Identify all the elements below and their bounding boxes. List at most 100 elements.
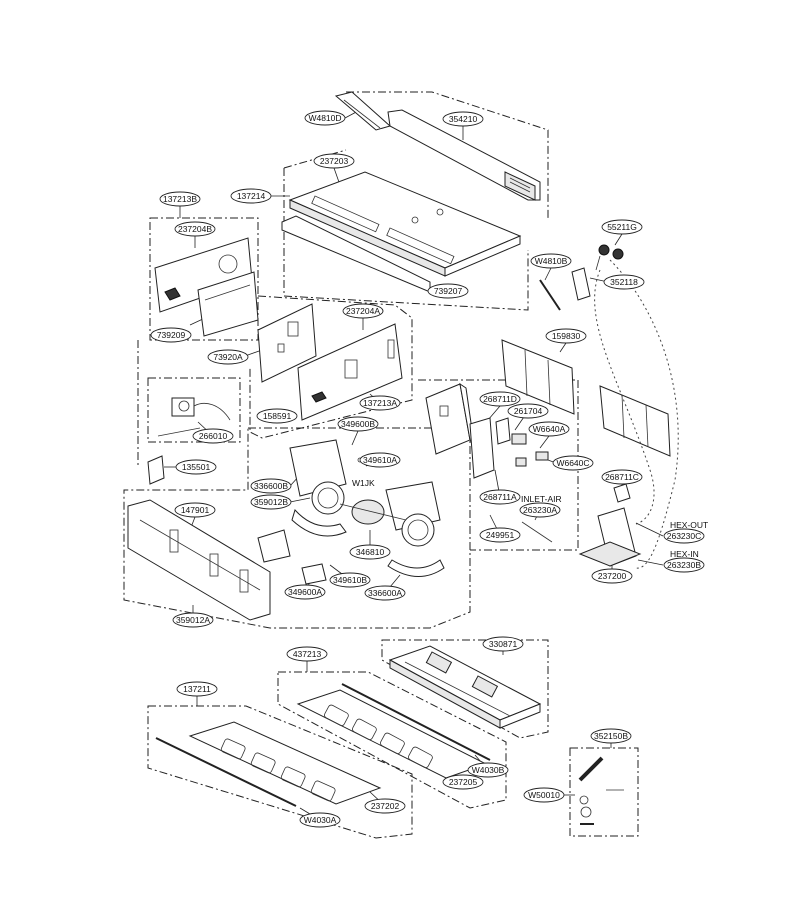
- callout-label: 263230B: [667, 560, 701, 570]
- callout-label: W4810D: [308, 113, 341, 123]
- callout-label: 268711D: [483, 394, 517, 404]
- text-labels: W1JK INLET-AIR HEX-OUT HEX-IN: [352, 478, 708, 559]
- callout-bubble: [482, 636, 524, 652]
- callout-label: 359012B: [254, 497, 288, 507]
- callout-label: W6640A: [533, 424, 566, 434]
- callout-label: 349610A: [363, 455, 397, 465]
- callout-bubble: [364, 798, 406, 814]
- callout-label: 237204B: [178, 224, 212, 234]
- callout-label: 739209: [157, 330, 186, 340]
- callout-bubble: [342, 303, 384, 319]
- drain-pan-part: [578, 483, 642, 567]
- bracket-135501: [147, 455, 165, 485]
- wire-harness-part: [539, 244, 679, 569]
- callout-bubble: [174, 502, 216, 518]
- callout-label: W6640C: [556, 458, 589, 468]
- callout-label: 268711A: [483, 492, 517, 502]
- callout-352118: 352118: [603, 274, 645, 290]
- callout-268711a: 268711A: [479, 489, 521, 505]
- callout-label: 352118: [610, 277, 638, 287]
- callout-label: 237203: [320, 156, 349, 166]
- callout-bubble: [299, 812, 341, 828]
- hardware-kit-part: [578, 756, 624, 825]
- callout-label: W4030B: [472, 765, 505, 775]
- callout-237204b: 237204B: [174, 221, 216, 237]
- callout-249951: 249951: [479, 527, 521, 543]
- callout-159830: 159830: [545, 328, 587, 344]
- motor-bracket-part: [157, 397, 231, 437]
- callout-w6640c: W6640C: [552, 455, 594, 471]
- callout-bubble: [519, 502, 561, 518]
- callout-bubble: [304, 110, 346, 126]
- callout-330871: 330871: [482, 636, 524, 652]
- callout-label: 147901: [181, 505, 210, 515]
- callout-bubble: [601, 469, 643, 485]
- callout-bubble: [552, 455, 594, 471]
- blower-assembly: [289, 439, 445, 577]
- callout-label: 266010: [199, 431, 228, 441]
- top-rail-part: [334, 91, 541, 201]
- callout-137213b: 137213B: [159, 191, 201, 207]
- callout-bubble: [159, 191, 201, 207]
- callout-137213a: 137213A: [359, 395, 401, 411]
- callout-w4030a: W4030A: [299, 812, 341, 828]
- callout-349610a: 349610A: [359, 452, 401, 468]
- callout-w4810b: W4810B: [530, 253, 572, 269]
- callout-bubble: [329, 572, 371, 588]
- callout-label: 73920A: [213, 352, 243, 362]
- callout-bubble: [172, 612, 214, 628]
- callout-label: 352150B: [594, 731, 628, 741]
- callout-bubble: [349, 544, 391, 560]
- callout-label: 159830: [552, 331, 581, 341]
- callout-bubble: [427, 283, 469, 299]
- callout-label: 135501: [182, 462, 211, 472]
- callout-bubble: [530, 253, 572, 269]
- callout-label: 263230A: [523, 505, 557, 515]
- callout-261704: 261704: [507, 403, 549, 419]
- callout-346810: 346810: [349, 544, 391, 560]
- callout-359012a: 359012A: [172, 612, 214, 628]
- callout-739209: 739209: [150, 327, 192, 343]
- callout-label: 349610B: [333, 575, 367, 585]
- callout-bubble: [150, 327, 192, 343]
- callout-label: 359012A: [176, 615, 210, 625]
- callout-w6640a: W6640A: [528, 421, 570, 437]
- callout-158591: 158591: [256, 408, 298, 424]
- callout-bubble: [663, 557, 705, 573]
- callout-bubble: [207, 349, 249, 365]
- label-w1jk: W1JK: [352, 478, 375, 488]
- callout-bubble: [230, 188, 272, 204]
- callout-label: 336600A: [368, 588, 402, 598]
- callout-label: 349600B: [341, 419, 375, 429]
- callout-336600a: 336600A: [364, 585, 406, 601]
- callout-437213: 437213: [286, 646, 328, 662]
- callout-label: 336600B: [254, 481, 288, 491]
- callout-label: 137213A: [363, 398, 397, 408]
- callout-label: 437213: [293, 649, 322, 659]
- callout-bubble: [442, 111, 484, 127]
- callout-label: 268711C: [605, 472, 639, 482]
- frame-147901: [127, 499, 271, 621]
- callout-137211: 137211: [176, 681, 218, 697]
- callout-bubble: [442, 774, 484, 790]
- callout-label: 137213B: [163, 194, 197, 204]
- callout-bubble: [479, 489, 521, 505]
- callout-w50010: W50010: [523, 787, 565, 803]
- callout-bubble: [603, 274, 645, 290]
- callout-bubble: [359, 395, 401, 411]
- callout-263230b: 263230B: [663, 557, 705, 573]
- callout-266010: 266010: [192, 428, 234, 444]
- callout-bubble: [174, 221, 216, 237]
- callout-bubble: [250, 478, 292, 494]
- callout-bubble: [192, 428, 234, 444]
- callout-label: W50010: [528, 790, 560, 800]
- callout-137214: 137214: [230, 188, 272, 204]
- callout-336600b: 336600B: [250, 478, 292, 494]
- callout-bubble: [591, 568, 633, 584]
- callout-bubble: [250, 494, 292, 510]
- callout-label: 158591: [263, 411, 292, 421]
- panel-237204A: [297, 323, 403, 421]
- callout-bubble: [590, 728, 632, 744]
